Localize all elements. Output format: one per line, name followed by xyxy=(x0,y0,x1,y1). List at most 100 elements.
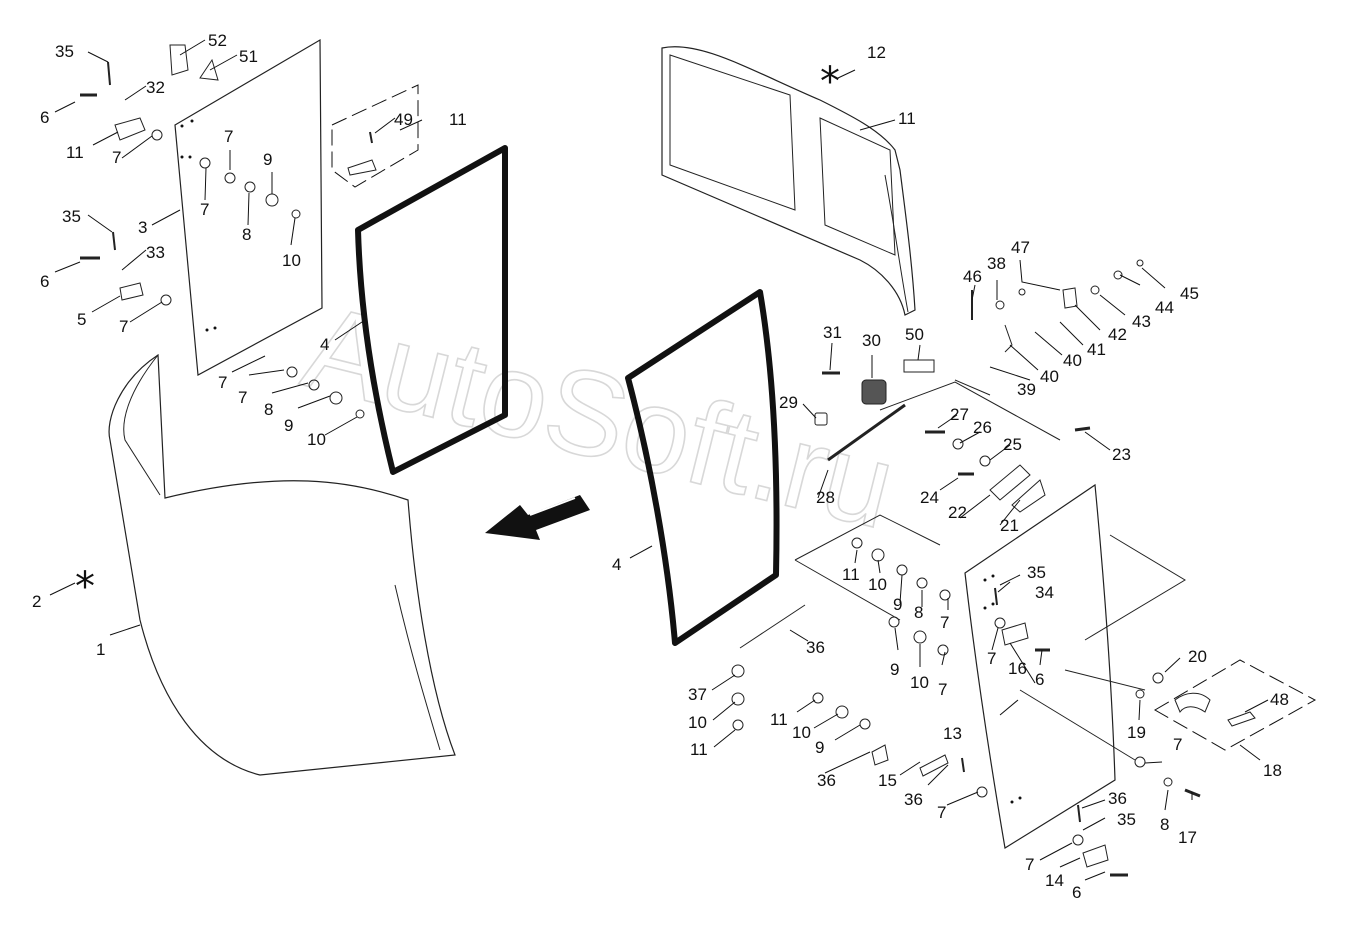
callout-label: 7 xyxy=(119,317,128,336)
callout-label: 11 xyxy=(898,109,916,128)
callout-label: 19 xyxy=(1127,723,1146,742)
callout-label: 11 xyxy=(66,143,84,162)
callout-label: 10 xyxy=(282,251,301,270)
callout-label: 45 xyxy=(1180,284,1199,303)
callout-label: 8 xyxy=(914,603,923,622)
callout-label: 7 xyxy=(1025,855,1034,874)
callout-label: 11 xyxy=(690,740,708,759)
callout-label: 6 xyxy=(40,108,49,127)
callout-label: 39 xyxy=(1017,380,1036,399)
detail-box-13 xyxy=(331,84,419,188)
callout-label: 9 xyxy=(890,660,899,679)
callout-label: 6 xyxy=(1072,883,1081,902)
callout-label: 22 xyxy=(948,503,967,522)
callout-label: 37 xyxy=(688,685,707,704)
callout-label: 36 xyxy=(904,790,923,809)
part-16-right-door xyxy=(964,483,1116,849)
callout-label: 35 xyxy=(55,42,74,61)
callout-label: 9 xyxy=(893,595,902,614)
callout-label: 4 xyxy=(612,555,621,574)
callout-label: 7 xyxy=(937,803,946,822)
callout-label: 7 xyxy=(224,127,233,146)
callout-label: 9 xyxy=(815,738,824,757)
marker-asterisk-2: * xyxy=(75,564,95,610)
callout-label: 7 xyxy=(1173,735,1182,754)
callout-label: 11 xyxy=(449,110,467,129)
callout-label: 38 xyxy=(987,254,1006,273)
callout-label: 9 xyxy=(263,150,272,169)
callout-label: 6 xyxy=(1035,670,1044,689)
callout-label: 46 xyxy=(963,267,982,286)
callout-label: 36 xyxy=(1108,789,1127,808)
callout-label: 40 xyxy=(1063,351,1082,370)
callout-labels: 1 2 3 4 4 5 6 6 6 6 7 7 7 7 7 7 7 7 7 7 … xyxy=(32,31,1289,902)
callout-label: 8 xyxy=(1160,815,1169,834)
callout-label: 10 xyxy=(688,713,707,732)
callout-label: 8 xyxy=(242,225,251,244)
callout-label: 11 xyxy=(770,710,788,729)
callout-label: 7 xyxy=(940,613,949,632)
callout-label: 10 xyxy=(792,723,811,742)
callout-label: 44 xyxy=(1155,298,1174,317)
part-4-left-glass xyxy=(355,145,508,475)
direction-arrow xyxy=(485,495,590,540)
callout-label: 28 xyxy=(816,488,835,507)
callout-label: 7 xyxy=(938,680,947,699)
detail-box-21 xyxy=(1154,659,1317,751)
callout-label: 4 xyxy=(320,335,329,354)
callout-label: 35 xyxy=(62,207,81,226)
part-14-roof-panel xyxy=(661,46,916,316)
callout-label: 10 xyxy=(307,430,326,449)
callout-label: 11 xyxy=(842,565,860,584)
callout-label: 20 xyxy=(1188,647,1207,666)
callout-label: 40 xyxy=(1040,367,1059,386)
callout-label: 14 xyxy=(1045,871,1064,890)
callout-label: 23 xyxy=(1112,445,1131,464)
callout-label: 18 xyxy=(1263,761,1282,780)
callout-label: 15 xyxy=(878,771,897,790)
callout-label: 27 xyxy=(950,405,969,424)
callout-label: 13 xyxy=(943,724,962,743)
callout-label: 43 xyxy=(1132,312,1151,331)
callout-label: 3 xyxy=(138,218,147,237)
callout-label: 48 xyxy=(1270,690,1289,709)
callout-label: 36 xyxy=(806,638,825,657)
callout-label: 1 xyxy=(96,640,105,659)
callout-label: 10 xyxy=(868,575,887,594)
callout-label: 31 xyxy=(823,323,842,342)
callout-label: 30 xyxy=(862,331,881,350)
part-4-center-glass xyxy=(625,289,780,646)
callout-label: 21 xyxy=(1000,516,1019,535)
callout-label: 2 xyxy=(32,592,41,611)
callout-label: 29 xyxy=(779,393,798,412)
callout-label: 12 xyxy=(867,43,886,62)
callout-label: 41 xyxy=(1087,340,1106,359)
callout-label: 24 xyxy=(920,488,939,507)
callout-label: 9 xyxy=(284,416,293,435)
callout-label: 17 xyxy=(1178,828,1197,847)
misc-parts xyxy=(80,44,1256,877)
reference-lines xyxy=(794,379,1186,761)
callout-label: 34 xyxy=(1035,583,1054,602)
callout-label: 35 xyxy=(1117,810,1136,829)
callout-label: 16 xyxy=(1008,659,1027,678)
callout-label: 47 xyxy=(1011,238,1030,257)
callout-label: 5 xyxy=(77,310,86,329)
callout-label: 7 xyxy=(112,148,121,167)
callout-label: 51 xyxy=(239,47,258,66)
callout-label: 50 xyxy=(905,325,924,344)
callout-label: 8 xyxy=(264,400,273,419)
callout-label: 32 xyxy=(146,78,165,97)
part-31-strut xyxy=(827,403,906,462)
callout-label: 7 xyxy=(987,649,996,668)
callout-label: 49 xyxy=(394,110,413,129)
callout-label: 10 xyxy=(910,673,929,692)
callout-label: 26 xyxy=(973,418,992,437)
callout-label: 52 xyxy=(208,31,227,50)
callout-label: 7 xyxy=(200,200,209,219)
marker-asterisk-15: * xyxy=(820,59,840,105)
callout-label: 36 xyxy=(817,771,836,790)
callout-label: 6 xyxy=(40,272,49,291)
callout-label: 25 xyxy=(1003,435,1022,454)
